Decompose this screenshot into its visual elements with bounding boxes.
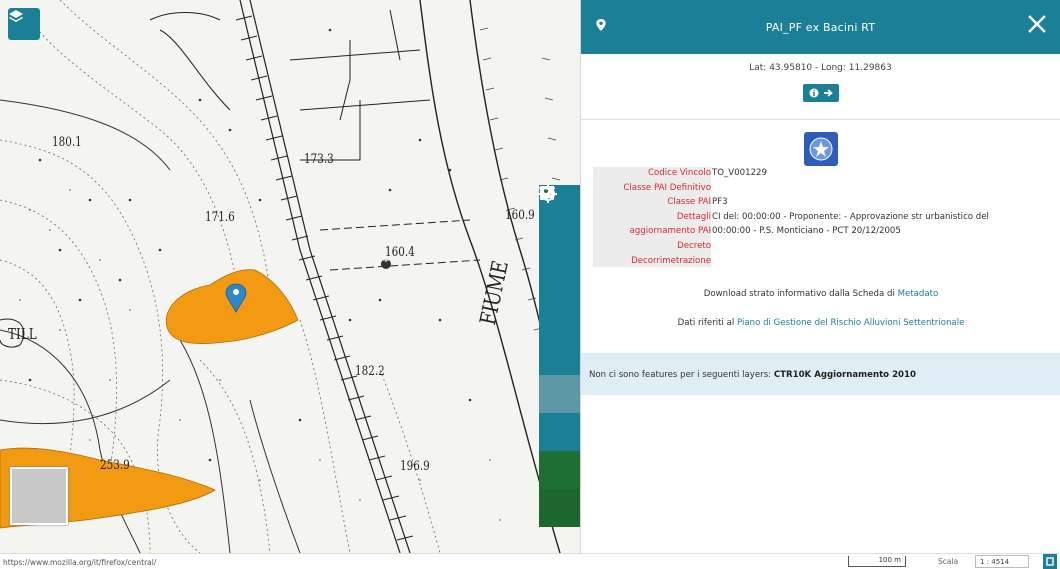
layers-icon (9, 10, 23, 22)
close-icon[interactable] (1026, 13, 1048, 35)
panel-divider (581, 119, 1060, 120)
map-label-173-3: 173.3 (304, 152, 334, 167)
region-emblem (804, 132, 838, 166)
attr-key-codice: Codice Vincolo (648, 168, 711, 178)
map-label-160-9: 160.9 (505, 208, 535, 223)
no-features-text: Non ci sono features per i seguenti laye… (589, 370, 772, 380)
map-label-till: TILL (8, 325, 37, 343)
data-reference-text: Dati riferiti al (677, 318, 735, 328)
piano-gestione-link[interactable]: Piano di Gestione del Rischio Alluvioni … (737, 318, 965, 328)
download-line: Download strato informativo dalla Scheda… (581, 289, 1060, 299)
location-marker (225, 283, 247, 313)
map-label-253-9: 253.9 (100, 458, 130, 473)
attr-value-codice: TO_V001229 (712, 168, 767, 178)
scale-select[interactable]: 1 : 4514 (975, 555, 1029, 568)
feature-nav-buttons[interactable] (802, 84, 839, 102)
scale-label: Scala (938, 557, 959, 566)
panel-header: PAI_PF ex Bacini RT (581, 0, 1060, 54)
no-features-layer: CTR10K Aggiornamento 2010 (773, 370, 916, 380)
panel-title: PAI_PF ex Bacini RT (765, 20, 876, 34)
identify-pin-icon (540, 186, 552, 200)
map-label-182-2: 182.2 (355, 364, 385, 379)
attr-key-dettagli: Dettagli (676, 212, 711, 222)
overview-minimap[interactable] (10, 467, 68, 525)
map-label-171-6: 171.6 (205, 210, 235, 225)
arrow-right-icon[interactable] (823, 88, 833, 98)
map-label-180-1: 180.1 (52, 135, 82, 150)
scale-bar: 100 m (848, 556, 906, 567)
map-label-160-4: 160.4 (385, 245, 415, 260)
attr-value-dettagli: CI del: 00:00:00 - Proponente: - Approva… (712, 212, 989, 222)
hazard-area-1 (165, 269, 299, 344)
no-features-notice: Non ci sono features per i seguenti laye… (581, 353, 1060, 395)
status-url: https://www.mozilla.org/it/firefox/centr… (3, 558, 157, 567)
select-area-button[interactable] (539, 187, 580, 375)
grid-icon (1046, 557, 1054, 566)
zoom-out-button[interactable] (539, 191, 580, 299)
map-label-196-9: 196.9 (400, 459, 430, 474)
identify-button[interactable] (539, 186, 580, 489)
pin-icon (596, 19, 606, 31)
attr-key-decorrimetrazione: Decorrimetrazione (631, 256, 711, 266)
attr-key-classe-def: Classe PAI Definitivo (623, 183, 711, 193)
attr-key-aggiornamento: aggiornamento PAI (629, 226, 711, 236)
identify-panel: PAI_PF ex Bacini RT Lat: 43.95810 - Long… (580, 0, 1060, 553)
map-canvas[interactable]: 180.1 171.6 173.3 160.4 160.9 182.2 196.… (0, 0, 580, 553)
zoom-in-button[interactable] (539, 186, 580, 261)
layers-button[interactable] (8, 8, 40, 40)
settings-button[interactable] (1043, 554, 1057, 569)
status-bar: https://www.mozilla.org/it/firefox/centr… (0, 553, 1060, 569)
more-button[interactable] (539, 186, 580, 527)
fit-extent-button[interactable] (539, 186, 580, 337)
data-reference-line: Dati riferiti al Piano di Gestione del R… (581, 318, 1060, 328)
attr-key-decreto: Decreto (677, 241, 711, 251)
info-icon[interactable] (809, 88, 819, 98)
coordinates: Lat: 43.95810 - Long: 11.29863 (749, 63, 892, 73)
attr-value-classe-pai: PF3 (712, 197, 728, 207)
more-icon (539, 186, 555, 190)
download-text: Download strato informativo dalla Scheda… (703, 289, 895, 299)
metadato-link[interactable]: Metadato (897, 289, 939, 299)
map-toolbar (539, 185, 580, 527)
attr-value-aggiornamento: 00:00:00 - P.S. Monticiano - PCT 20/12/2… (712, 226, 901, 236)
measure-button[interactable] (539, 188, 580, 413)
fullscreen-button[interactable] (539, 186, 580, 451)
attr-key-classe-pai: Classe PAI (667, 197, 711, 207)
emblem-icon (809, 137, 833, 161)
attribute-keys-box (593, 167, 711, 267)
